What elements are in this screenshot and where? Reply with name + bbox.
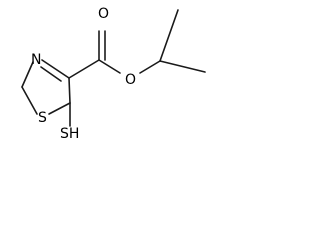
bond-ch-methyl-right <box>159 60 206 73</box>
bond-carbonyl-ester-o <box>98 59 121 74</box>
bond-c2-s1 <box>21 86 38 115</box>
bond-ch-methyl-top <box>159 9 179 62</box>
bond-c4-carbonyl <box>68 59 100 79</box>
bond-n-c2 <box>21 61 34 88</box>
structure-svg: N S O O SH <box>21 6 206 142</box>
atom-ring-nitrogen: N <box>31 52 41 68</box>
bond-c5-c4 <box>68 77 71 104</box>
atom-carbonyl-oxygen: O <box>98 6 109 22</box>
atom-ring-sulfur: S <box>38 110 47 126</box>
atom-ester-oxygen: O <box>125 72 136 88</box>
bond-c4-n-inner <box>40 66 62 82</box>
bond-ester-o-ch <box>139 60 161 74</box>
bond-c4-n-outer <box>41 59 70 79</box>
atom-thiol: SH <box>60 126 79 142</box>
structure-canvas: N S O O SH <box>0 0 210 144</box>
bond-s1-c5 <box>48 102 71 115</box>
